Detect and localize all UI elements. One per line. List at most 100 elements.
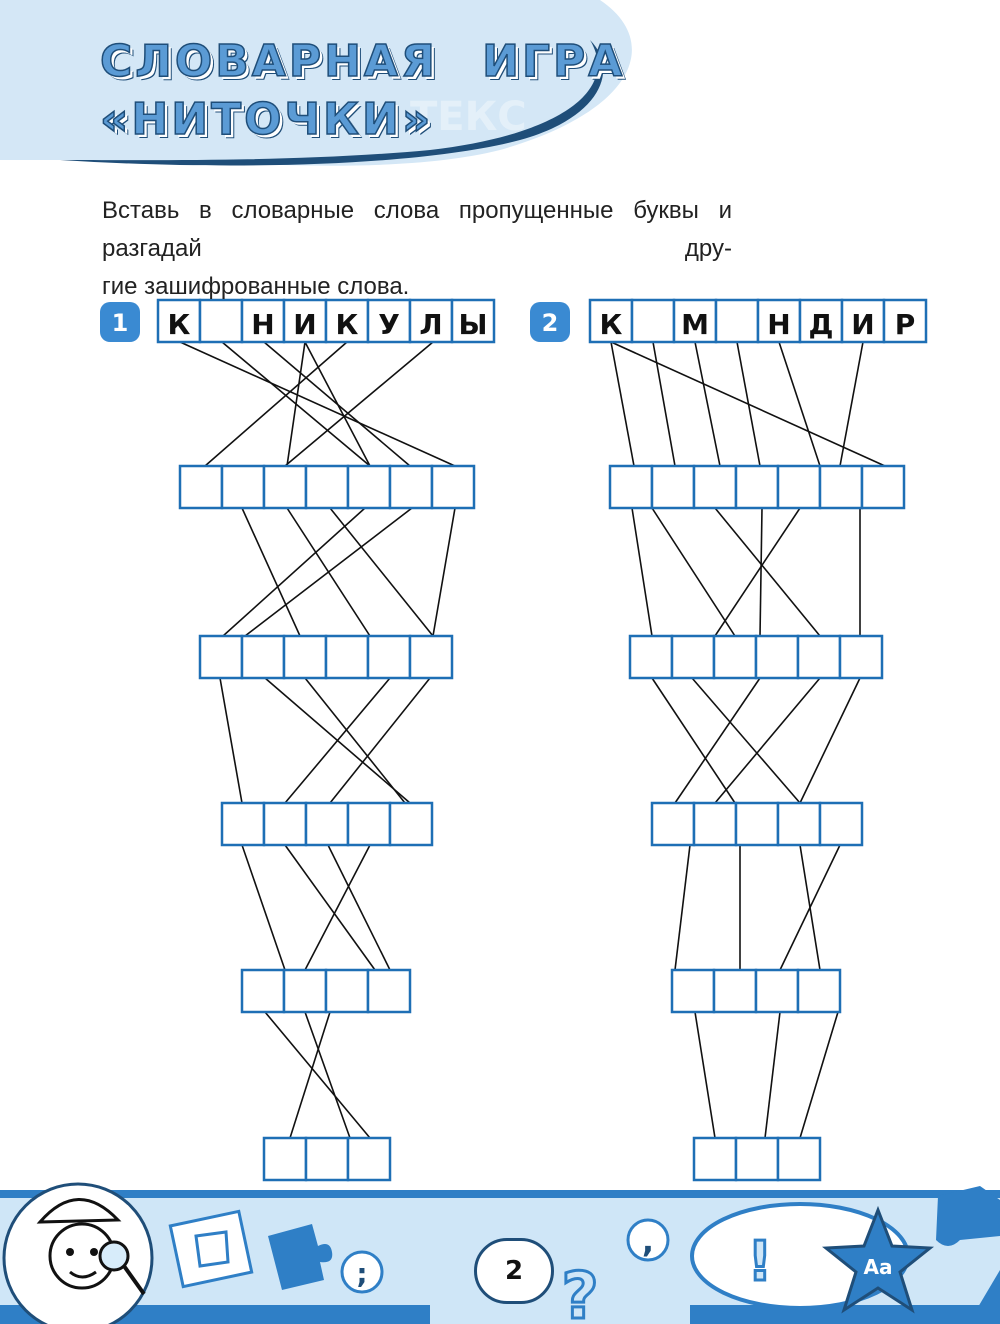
page-title-line-2: «НИТОЧКИ» bbox=[99, 94, 434, 145]
answer-row bbox=[262, 1136, 392, 1182]
answer-box[interactable] bbox=[178, 464, 224, 510]
word-box[interactable]: И bbox=[840, 298, 886, 344]
answer-box[interactable] bbox=[220, 464, 266, 510]
instruction-line-2: гие зашифрованные слова. bbox=[102, 273, 410, 300]
word-box[interactable]: К bbox=[156, 298, 202, 344]
answer-box[interactable] bbox=[628, 634, 674, 680]
answer-box[interactable] bbox=[692, 1136, 738, 1182]
word-letter: Л bbox=[419, 308, 442, 341]
word-box[interactable]: Н bbox=[756, 298, 802, 344]
answer-box[interactable] bbox=[304, 464, 350, 510]
answer-box[interactable] bbox=[796, 968, 842, 1014]
word-letter: У bbox=[378, 308, 400, 341]
answer-box[interactable] bbox=[712, 634, 758, 680]
answer-box[interactable] bbox=[670, 634, 716, 680]
word-box-blank[interactable] bbox=[198, 298, 244, 344]
answer-box[interactable] bbox=[366, 634, 412, 680]
answer-box[interactable] bbox=[346, 801, 392, 847]
thread-line bbox=[694, 341, 721, 467]
answer-row bbox=[198, 634, 454, 680]
thread-line bbox=[610, 341, 886, 467]
answer-box[interactable] bbox=[346, 464, 392, 510]
answer-box[interactable] bbox=[860, 464, 906, 510]
answer-box[interactable] bbox=[282, 968, 328, 1014]
letter-tile-icon bbox=[168, 1209, 254, 1289]
answer-box[interactable] bbox=[324, 968, 370, 1014]
word-box-blank[interactable] bbox=[714, 298, 760, 344]
thread-line bbox=[432, 507, 456, 637]
answer-box[interactable] bbox=[776, 1136, 822, 1182]
answer-box[interactable] bbox=[220, 801, 266, 847]
answer-box[interactable] bbox=[262, 1136, 308, 1182]
answer-box[interactable] bbox=[754, 634, 800, 680]
answer-box[interactable] bbox=[366, 968, 412, 1014]
answer-row bbox=[178, 464, 476, 510]
word-box[interactable]: У bbox=[366, 298, 412, 344]
answer-box[interactable] bbox=[430, 464, 476, 510]
word-box[interactable]: Ы bbox=[450, 298, 496, 344]
word-letter: Ы bbox=[458, 308, 487, 341]
thread-line bbox=[264, 1011, 371, 1139]
word-box[interactable]: Н bbox=[240, 298, 286, 344]
answer-box[interactable] bbox=[670, 968, 716, 1014]
thread-line bbox=[691, 677, 801, 804]
header-decoration: ТЕКС bbox=[0, 0, 632, 166]
answer-box[interactable] bbox=[262, 801, 308, 847]
answer-box[interactable] bbox=[818, 464, 864, 510]
word-box[interactable]: Д bbox=[798, 298, 844, 344]
exercise-1: 1 К Н И К У Л Ы bbox=[100, 298, 496, 1182]
answer-row bbox=[650, 801, 864, 847]
thread-line bbox=[263, 341, 411, 467]
thread-line bbox=[799, 677, 861, 804]
answer-row bbox=[240, 968, 412, 1014]
answer-box[interactable] bbox=[408, 634, 454, 680]
word-box[interactable]: М bbox=[672, 298, 718, 344]
word-box[interactable]: К bbox=[324, 298, 370, 344]
answer-box[interactable] bbox=[388, 464, 434, 510]
answer-box[interactable] bbox=[754, 968, 800, 1014]
answer-box[interactable] bbox=[734, 464, 780, 510]
thread-line bbox=[759, 507, 763, 637]
answer-box[interactable] bbox=[692, 464, 738, 510]
answer-box[interactable] bbox=[692, 801, 738, 847]
answer-box[interactable] bbox=[240, 968, 286, 1014]
answer-box[interactable] bbox=[776, 801, 822, 847]
answer-box[interactable] bbox=[304, 1136, 350, 1182]
answer-box[interactable] bbox=[650, 801, 696, 847]
word-box[interactable]: Р bbox=[882, 298, 928, 344]
thread-line bbox=[631, 507, 653, 637]
answer-box[interactable] bbox=[608, 464, 654, 510]
word-box-blank[interactable] bbox=[630, 298, 676, 344]
thread-line bbox=[244, 507, 413, 637]
answer-box[interactable] bbox=[324, 634, 370, 680]
exercise-2-number: 2 bbox=[542, 309, 559, 337]
answer-box[interactable] bbox=[240, 634, 286, 680]
word-box[interactable]: И bbox=[282, 298, 328, 344]
answer-box[interactable] bbox=[712, 968, 758, 1014]
answer-box[interactable] bbox=[346, 1136, 392, 1182]
answer-box[interactable] bbox=[838, 634, 884, 680]
thread-line bbox=[652, 341, 676, 467]
answer-box[interactable] bbox=[198, 634, 244, 680]
answer-box[interactable] bbox=[734, 801, 780, 847]
answer-box[interactable] bbox=[650, 464, 696, 510]
thread-line bbox=[241, 844, 286, 971]
answer-box[interactable] bbox=[818, 801, 864, 847]
thread-line bbox=[327, 844, 391, 971]
word-box[interactable]: Л bbox=[408, 298, 454, 344]
answer-box[interactable] bbox=[734, 1136, 780, 1182]
page-number: 2 bbox=[474, 1238, 554, 1304]
page-title-line-1: СЛОВАРНАЯ ИГРА bbox=[99, 36, 626, 87]
answer-box[interactable] bbox=[262, 464, 308, 510]
answer-box[interactable] bbox=[388, 801, 434, 847]
answer-box[interactable] bbox=[304, 801, 350, 847]
answer-row bbox=[628, 634, 884, 680]
answer-box[interactable] bbox=[776, 464, 822, 510]
word-box[interactable]: К bbox=[588, 298, 634, 344]
answer-row bbox=[692, 1136, 822, 1182]
answer-row bbox=[608, 464, 906, 510]
answer-box[interactable] bbox=[282, 634, 328, 680]
answer-box[interactable] bbox=[796, 634, 842, 680]
question-mark-icon: ? bbox=[560, 1259, 600, 1324]
word-letter: И bbox=[293, 308, 316, 341]
